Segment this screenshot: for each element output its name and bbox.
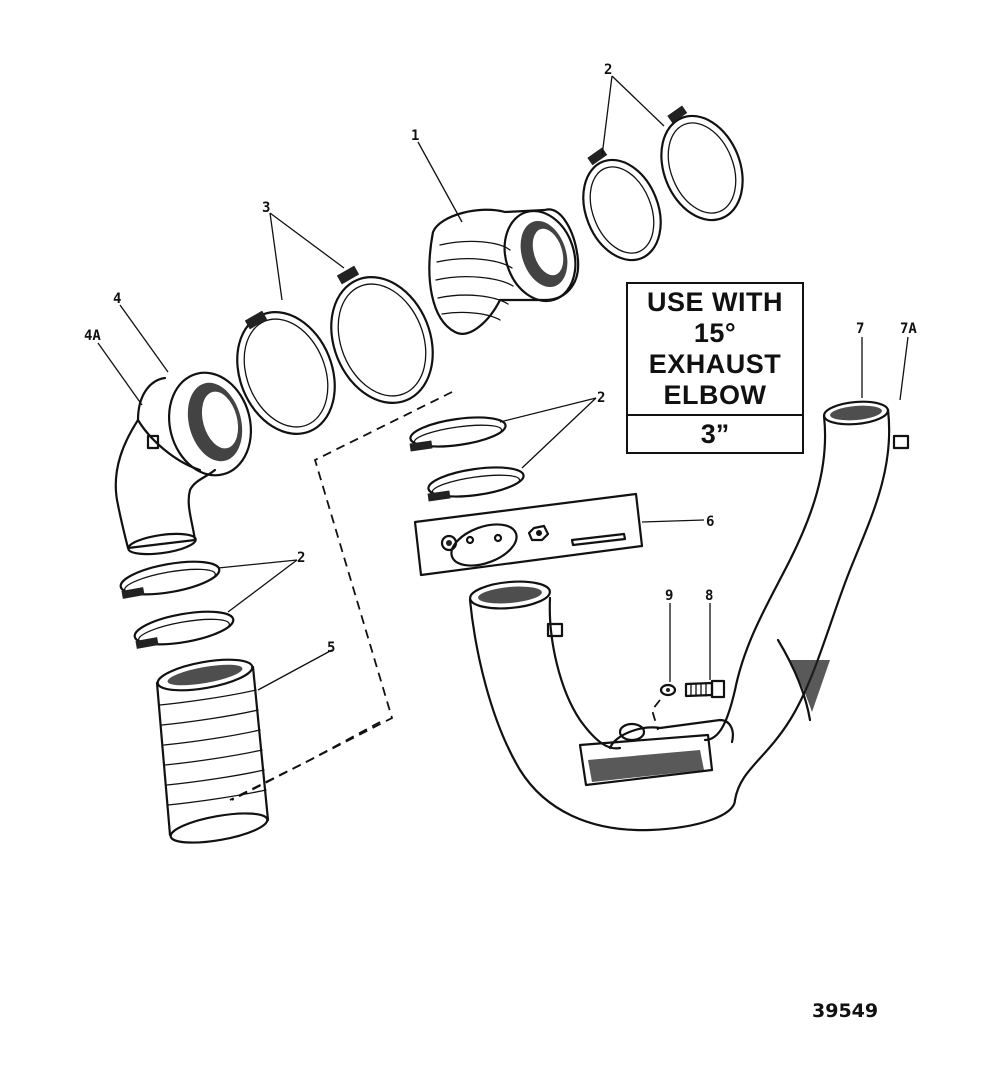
y-pipe [468, 400, 910, 832]
screw [684, 679, 726, 699]
clamp-large-right [330, 265, 434, 404]
clamp-large-left [236, 310, 336, 436]
callout-1: 1 [411, 128, 419, 144]
clamp-mid-bottom [427, 466, 525, 502]
callout-7a: 7A [900, 321, 917, 337]
exhaust-elbow [114, 371, 253, 556]
callout-4a: 4A [84, 328, 101, 344]
figure-number: 39549 [812, 1000, 879, 1022]
bellows-lower [155, 658, 270, 844]
callout-6: 6 [706, 514, 714, 530]
usage-note-box: USE WITH 15° EXHAUST ELBOW 3” [626, 282, 804, 454]
callout-5: 5 [327, 640, 335, 656]
dashed-fastener-line [651, 699, 661, 731]
callout-7: 7 [856, 321, 864, 337]
clamp-top-right-large [660, 105, 744, 222]
usage-note-main: USE WITH 15° EXHAUST ELBOW [628, 284, 802, 416]
clamp-lower-left-bottom [133, 610, 235, 649]
clamp-lower-left-top [119, 560, 221, 599]
callout-2-lower-left: 2 [297, 550, 305, 566]
clamp-top-right-small [582, 147, 662, 262]
callout-3: 3 [262, 200, 270, 216]
callout-2-top: 2 [604, 62, 612, 78]
note-line-1: USE WITH [647, 287, 783, 317]
callout-4: 4 [113, 291, 121, 307]
dashed-group-line-lower [229, 721, 381, 801]
note-line-4: ELBOW [663, 380, 767, 410]
callout-8: 8 [705, 588, 713, 604]
note-line-2: 15° [693, 318, 737, 348]
washer [659, 683, 677, 697]
dashed-group-line [231, 391, 453, 801]
note-line-3: EXHAUST [648, 349, 782, 379]
usage-note-size: 3” [700, 419, 730, 449]
callout-2-mid: 2 [597, 390, 605, 406]
bellows [428, 208, 580, 335]
leader-lines [97, 75, 909, 691]
cover-plate-kit [413, 492, 644, 577]
clamp-mid-top [409, 416, 507, 452]
callout-9: 9 [665, 588, 673, 604]
